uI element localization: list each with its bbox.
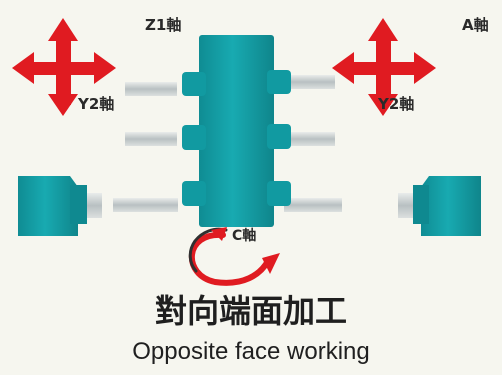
right-spindle-workpiece: [398, 193, 413, 218]
left-spindle-face: [70, 185, 87, 224]
left-lower-tool: [113, 198, 178, 212]
rotation-arrow: [188, 231, 271, 286]
a-axis-label: A軸: [462, 16, 489, 34]
right-middle-tool: [283, 132, 335, 146]
right-middle-holder: [267, 124, 291, 149]
right-lower-holder: [267, 181, 291, 206]
right-spindle: [421, 176, 481, 236]
rotation-arrowhead-right: [262, 253, 280, 274]
left-spindle: [18, 176, 78, 236]
left-middle-holder: [182, 125, 206, 150]
left-middle-tool: [125, 132, 177, 146]
left-y2-axis-label: Y2軸: [78, 95, 115, 113]
right-spindle-face: [413, 185, 429, 224]
center-workpiece-block: [199, 35, 274, 227]
right-upper-holder: [267, 70, 291, 94]
right-axis-arrow: [332, 18, 436, 116]
left-upper-holder: [182, 72, 206, 96]
z1-axis-label: Z1軸: [145, 16, 182, 34]
right-lower-tool: [284, 198, 342, 212]
rotation-arrowhead-left: [211, 227, 227, 241]
left-upper-tool: [125, 82, 177, 96]
left-lower-holder: [182, 181, 206, 206]
chinese-caption: 對向端面加工: [154, 292, 347, 330]
english-caption: Opposite face working: [132, 338, 370, 365]
right-y2-axis-label: Y2軸: [378, 95, 415, 113]
left-axis-arrow: [12, 18, 116, 116]
left-spindle-workpiece: [87, 193, 102, 218]
c-axis-label: C軸: [232, 228, 257, 244]
right-upper-tool: [283, 75, 335, 89]
